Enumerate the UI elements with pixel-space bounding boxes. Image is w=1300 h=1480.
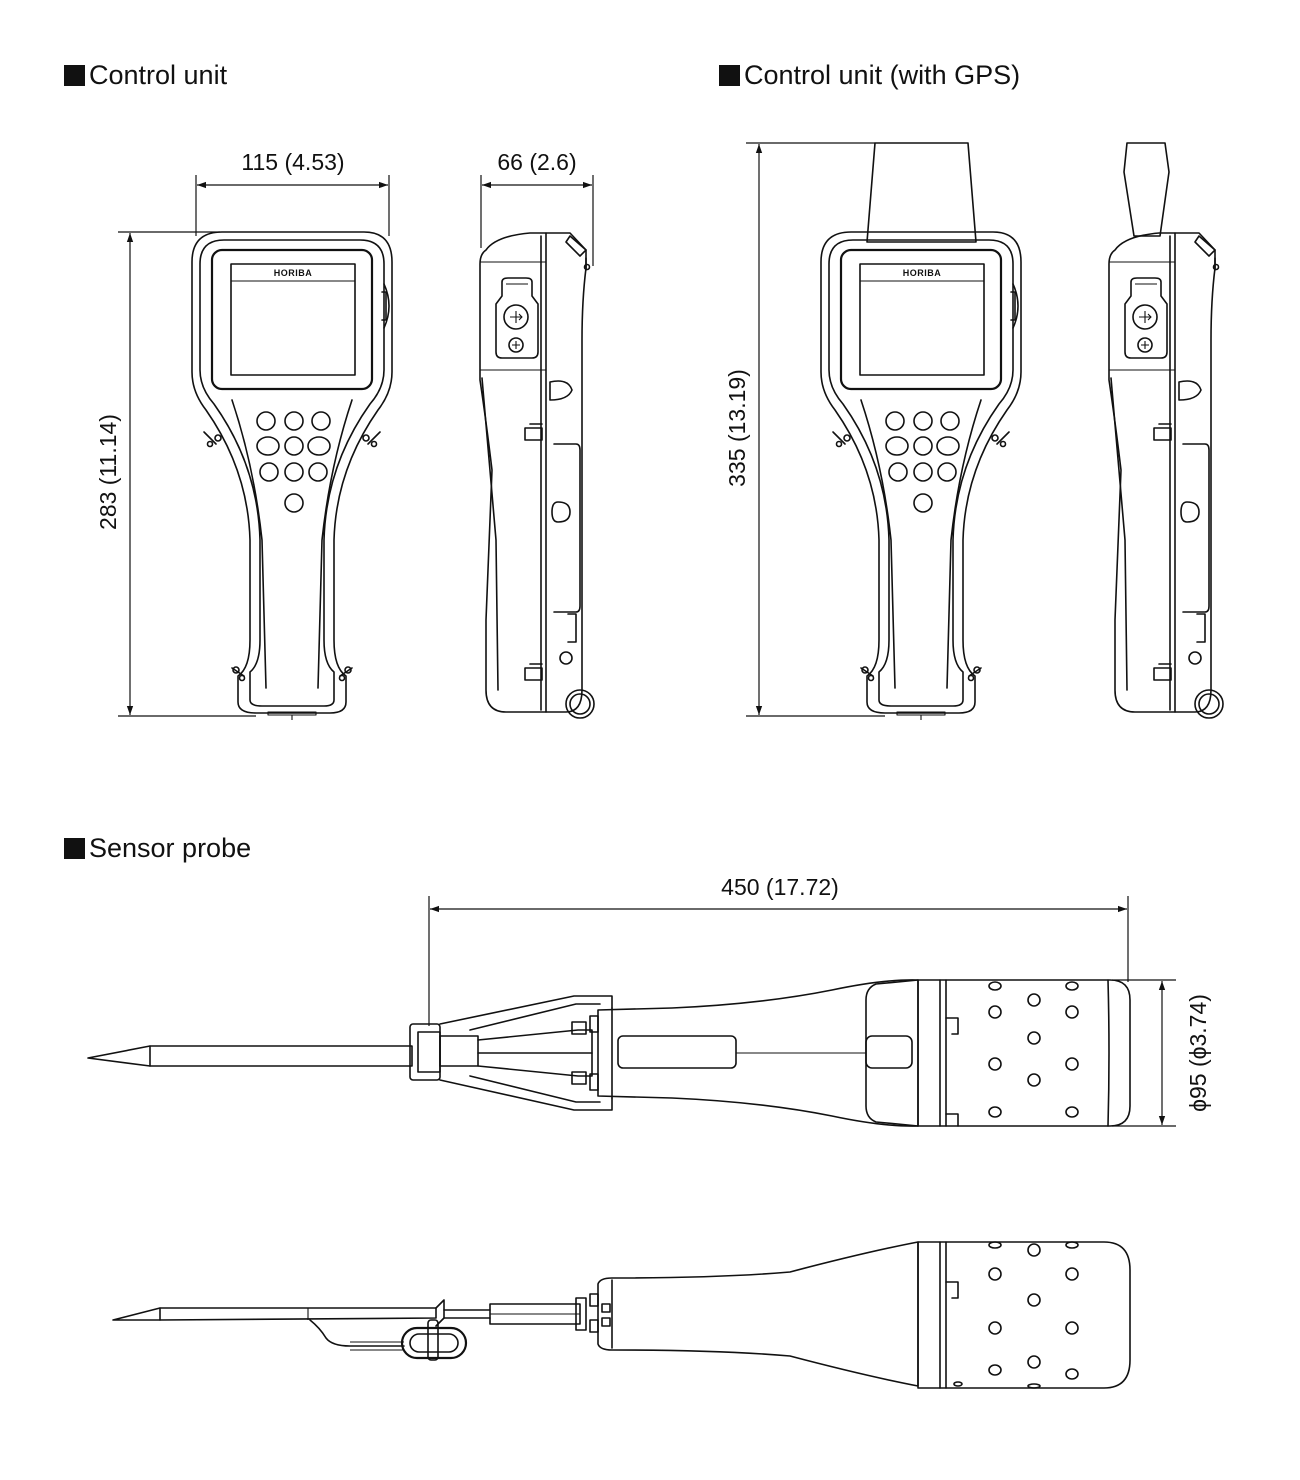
heading-control-unit: Control unit — [64, 60, 227, 91]
dimension-probe-diameter: ϕ95 (ϕ3.74) — [1112, 979, 1211, 1127]
square-bullet-icon — [719, 65, 740, 86]
dimension-cu-height: 283 (11.14) — [95, 231, 256, 717]
dimension-cu-width: 115 (4.53) — [195, 149, 390, 236]
heading-control-unit-gps: Control unit (with GPS) — [719, 60, 1020, 91]
dimension-gps-height: 335 (13.19) — [724, 142, 885, 717]
control-unit-gps-side-view — [1108, 142, 1224, 719]
dimension-gps-height-label: 335 (13.19) — [724, 369, 750, 487]
dimension-cu-depth-label: 66 (2.6) — [497, 149, 576, 175]
heading-control-unit-gps-text: Control unit (with GPS) — [744, 60, 1021, 90]
brand-logo-text: HORIBA — [274, 268, 313, 278]
square-bullet-icon — [64, 838, 85, 859]
dimension-probe-length: 450 (17.72) — [428, 874, 1129, 1026]
dimension-cu-height-label: 283 (11.14) — [95, 414, 121, 530]
square-bullet-icon — [64, 65, 85, 86]
dimension-cu-depth: 66 (2.6) — [480, 149, 594, 266]
brand-logo-text: HORIBA — [903, 268, 942, 278]
sensor-probe-side-view — [112, 1241, 1131, 1389]
sensor-probe-top-view — [87, 979, 1131, 1127]
heading-control-unit-text: Control unit — [89, 60, 228, 90]
dimension-probe-length-label: 450 (17.72) — [721, 874, 839, 900]
heading-sensor-probe: Sensor probe — [64, 833, 251, 864]
control-unit-gps-front-view: HORIBA — [819, 142, 1023, 722]
heading-sensor-probe-text: Sensor probe — [89, 833, 252, 863]
control-unit-side-view — [479, 232, 595, 719]
dimension-cu-width-label: 115 (4.53) — [241, 149, 344, 175]
dimension-probe-diameter-label: ϕ95 (ϕ3.74) — [1185, 994, 1211, 1112]
control-unit-front-view: HORIBA — [190, 230, 394, 722]
